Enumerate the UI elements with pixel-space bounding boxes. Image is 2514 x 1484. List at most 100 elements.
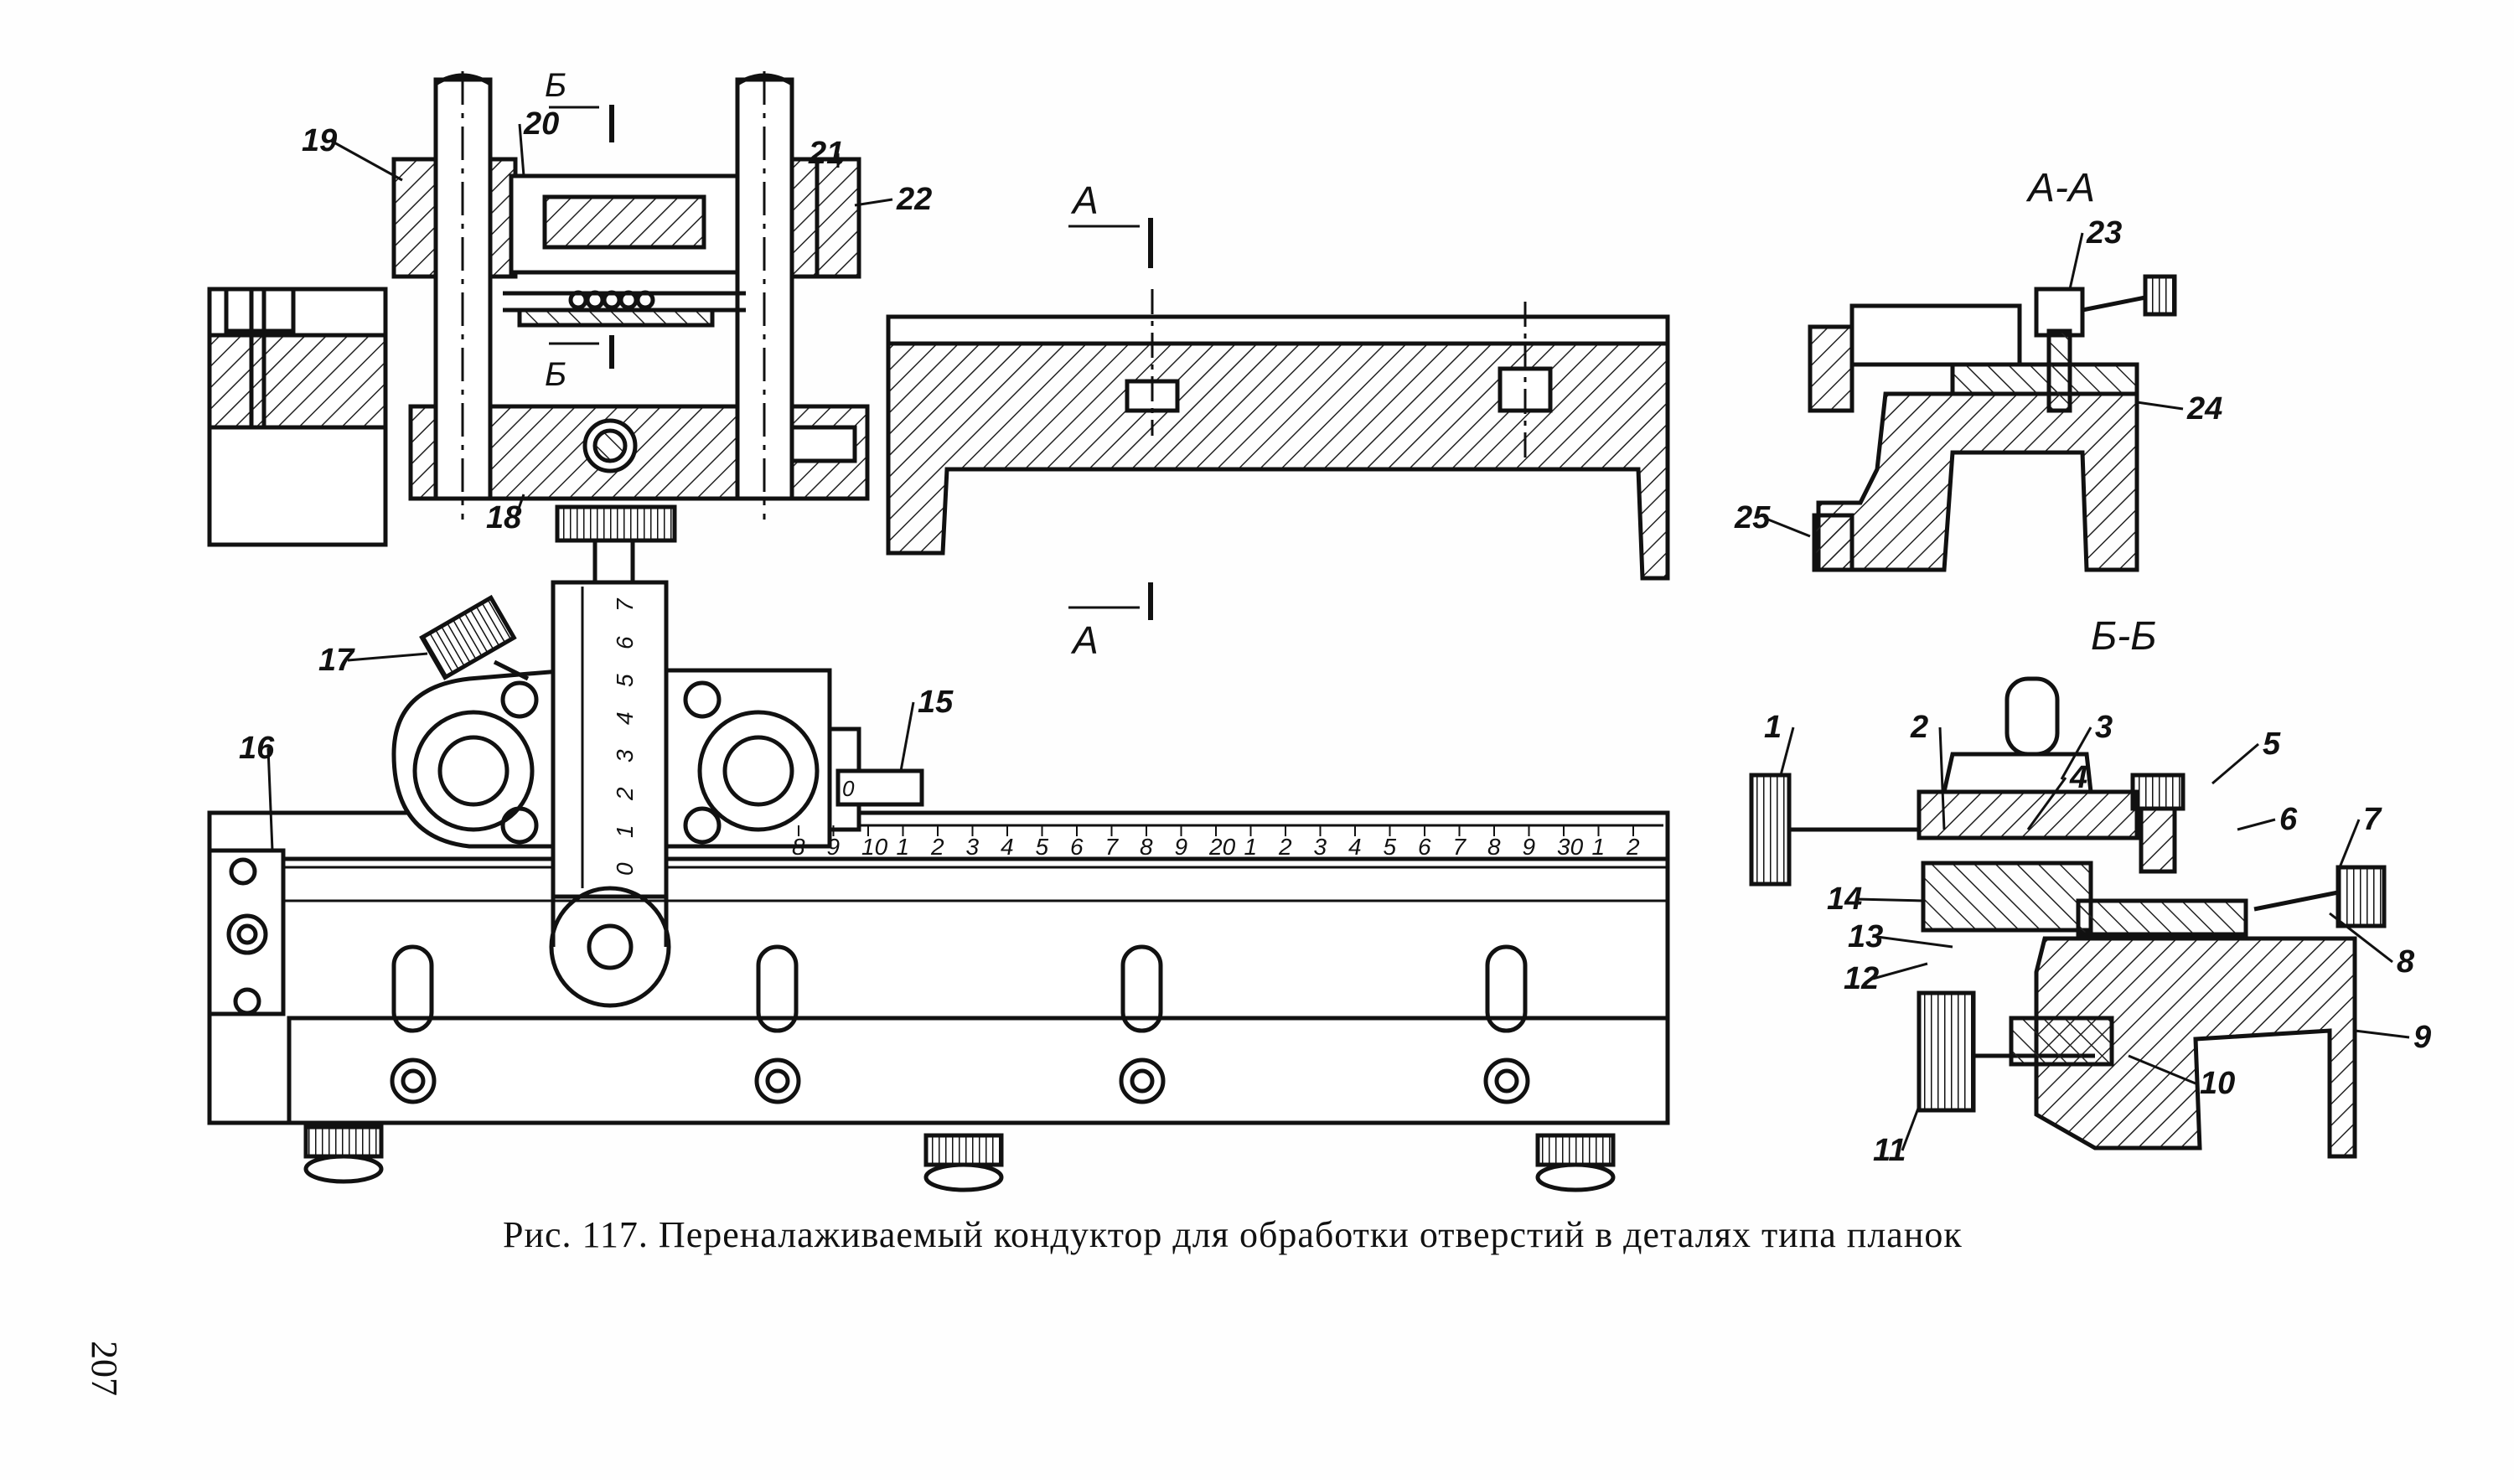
scale-h-label: 1: [1244, 834, 1258, 860]
callout-5: 5: [2263, 726, 2281, 762]
scale-h-label: 3: [1314, 834, 1327, 860]
scale-v-label: 2: [612, 787, 638, 801]
callout-24: 24: [2186, 391, 2222, 427]
callout-18: 18: [486, 500, 522, 535]
section-b-b-view: [1749, 676, 2387, 1159]
scale-h-label: 6: [1070, 834, 1084, 860]
callout-2: 2: [1910, 710, 1928, 745]
scale-h-label: 5: [1036, 834, 1049, 860]
scale-v-label: 1: [612, 825, 638, 838]
scale-h-label: 2: [930, 834, 944, 860]
leader-line: [1872, 962, 1928, 980]
callout-7: 7: [2363, 802, 2382, 837]
slot-group: [390, 944, 1530, 1104]
callout-22: 22: [896, 182, 932, 217]
leader-line: [1901, 1105, 1921, 1151]
callout-4: 4: [2069, 760, 2087, 795]
scale-v-label: 5: [612, 674, 638, 687]
callout-3: 3: [2095, 710, 2113, 745]
leader-line: [1763, 516, 1811, 538]
scale-v-label: 7: [612, 597, 638, 612]
scale-h-label: 1: [1592, 834, 1606, 860]
leader-line: [2354, 1029, 2410, 1039]
callout-14: 14: [1827, 882, 1862, 917]
scale-h-label: 7: [1453, 834, 1467, 860]
scale-h-label: 2: [1626, 834, 1640, 860]
scale-h-label: 9: [827, 834, 841, 860]
callout-25: 25: [1734, 500, 1771, 535]
callout-11: 11: [1873, 1133, 1906, 1168]
section-label-cut_b: Б: [545, 67, 566, 104]
leader-line: [2060, 726, 2092, 780]
callout-15: 15: [918, 685, 954, 720]
leader-line: [1855, 897, 1924, 902]
leader-line: [2211, 742, 2259, 785]
section-label-cut_a: А: [1070, 178, 1099, 222]
scale-h-label: 1: [897, 834, 910, 860]
scale-h-label: 9: [1175, 834, 1188, 860]
scale-small-zero: 0: [842, 776, 855, 801]
leader-line: [266, 747, 274, 851]
leader-line: [2128, 1054, 2196, 1085]
leader-line: [2336, 819, 2361, 872]
section-a-a-view: [1808, 274, 2177, 572]
scale-v-label: 6: [612, 636, 638, 649]
base-longitudinal-section: [886, 218, 1670, 620]
leader-line: [1876, 935, 1953, 949]
callout-12: 12: [1844, 961, 1879, 996]
section-label-aa: А-А: [2025, 166, 2095, 210]
scale-v-label: 0: [612, 862, 638, 876]
leader-line: [2329, 912, 2393, 964]
scale-h-label: 10: [861, 834, 888, 860]
top-left-section-view: [207, 71, 870, 547]
section-label-bb: Б-Б: [2091, 614, 2156, 659]
callout-6: 6: [2279, 802, 2298, 837]
leader-line: [2026, 777, 2067, 830]
callout-21: 21: [808, 136, 844, 171]
leader-line: [347, 652, 428, 662]
callout-17: 17: [318, 643, 355, 678]
leader-line: [330, 139, 403, 182]
scale-h-label: 5: [1384, 834, 1397, 860]
knob-group: [303, 1125, 1616, 1192]
scale-h-label: 6: [1418, 834, 1431, 860]
scale-h-label: 4: [1001, 834, 1014, 860]
leader-line: [2237, 818, 2276, 831]
scale-h-label: 9: [1523, 834, 1536, 860]
callout-13: 13: [1848, 919, 1883, 954]
plan-view: [207, 504, 1670, 1192]
callout-9: 9: [2413, 1020, 2431, 1055]
leader-line: [854, 198, 893, 207]
leader-line: [1938, 726, 1946, 830]
section-label-cut_b: Б: [545, 356, 566, 393]
scale-v-label: 4: [612, 711, 638, 725]
callout-16: 16: [239, 731, 275, 766]
callout-10: 10: [2200, 1066, 2235, 1101]
scale-h-label: 7: [1105, 834, 1120, 860]
callout-23: 23: [2086, 215, 2122, 251]
leader-line: [2136, 401, 2184, 411]
scale-h-label: 8: [1140, 834, 1153, 860]
leader-line: [2068, 232, 2084, 290]
leader-line: [1779, 726, 1795, 776]
leader-line: [899, 701, 915, 772]
callout-8: 8: [2397, 944, 2415, 980]
callout-20: 20: [523, 106, 559, 142]
scale-h-label: 8: [792, 834, 805, 860]
scale-h-label: 8: [1487, 834, 1501, 860]
scale-h-label: 3: [966, 834, 980, 860]
scale-h-label: 4: [1348, 834, 1362, 860]
scale-h-label: 2: [1278, 834, 1292, 860]
scale-h-label: 30: [1557, 834, 1584, 860]
callout-1: 1: [1764, 710, 1782, 745]
page-number: 207: [84, 1341, 125, 1396]
leader-line: [518, 123, 525, 177]
section-label-cut_a: А: [1070, 618, 1099, 662]
leader-line: [514, 494, 525, 519]
callout-19: 19: [302, 123, 337, 158]
scale-h-label: 20: [1208, 834, 1236, 860]
